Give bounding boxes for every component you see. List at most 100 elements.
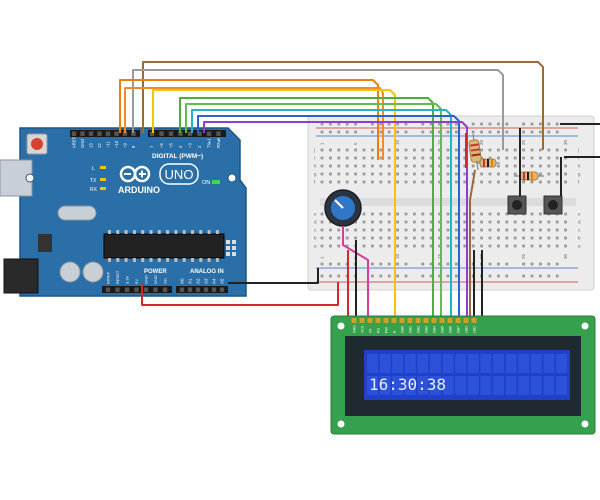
bb-hole[interactable] [446, 212, 450, 216]
bb-hole[interactable] [438, 180, 441, 184]
bb-rail-hole[interactable] [488, 122, 492, 126]
bb-hole[interactable] [404, 220, 408, 224]
bb-hole[interactable] [488, 180, 492, 184]
bb-hole[interactable] [396, 156, 399, 160]
bb-hole[interactable] [362, 228, 366, 232]
bb-rail-hole[interactable] [488, 274, 492, 278]
bb-hole[interactable] [320, 228, 324, 232]
bb-hole[interactable] [446, 244, 450, 248]
wire-black-gnd[interactable] [228, 268, 319, 284]
header-socket[interactable] [122, 131, 128, 136]
bb-hole[interactable] [513, 172, 517, 176]
bb-rail-hole[interactable] [455, 262, 458, 266]
lcd-pin[interactable] [455, 318, 461, 323]
bb-hole[interactable] [522, 228, 525, 232]
bb-rail-hole[interactable] [480, 130, 483, 134]
bb-rail-hole[interactable] [530, 262, 534, 266]
bb-hole[interactable] [530, 236, 534, 240]
bb-hole[interactable] [480, 180, 483, 184]
bb-rail-hole[interactable] [522, 122, 525, 126]
bb-hole[interactable] [547, 172, 551, 176]
bb-rail-hole[interactable] [379, 274, 383, 278]
bb-hole[interactable] [337, 148, 341, 152]
lcd-pin[interactable] [391, 318, 397, 323]
bb-rail-hole[interactable] [404, 262, 408, 266]
bb-rail-hole[interactable] [371, 262, 374, 266]
header-socket[interactable] [162, 287, 168, 292]
bb-hole[interactable] [446, 228, 450, 232]
push-button-2[interactable] [543, 195, 563, 215]
bb-hole[interactable] [379, 212, 383, 216]
bb-rail-hole[interactable] [446, 262, 450, 266]
bb-hole[interactable] [354, 156, 357, 160]
bb-hole[interactable] [488, 236, 492, 240]
bb-rail-hole[interactable] [379, 122, 383, 126]
bb-hole[interactable] [555, 228, 559, 232]
bb-rail-hole[interactable] [505, 130, 509, 134]
header-socket[interactable] [206, 131, 212, 136]
header-socket[interactable] [143, 287, 149, 292]
bb-rail-hole[interactable] [421, 262, 425, 266]
bb-hole[interactable] [539, 164, 542, 168]
bb-hole[interactable] [438, 212, 441, 216]
bb-hole[interactable] [488, 212, 492, 216]
bb-hole[interactable] [497, 148, 500, 152]
bb-hole[interactable] [513, 220, 517, 224]
bb-hole[interactable] [564, 236, 567, 240]
bb-hole[interactable] [362, 220, 366, 224]
bb-hole[interactable] [488, 244, 492, 248]
bb-rail-hole[interactable] [547, 122, 551, 126]
bb-rail-hole[interactable] [471, 130, 475, 134]
bb-hole[interactable] [429, 244, 433, 248]
bb-rail-hole[interactable] [497, 274, 500, 278]
bb-hole[interactable] [463, 244, 467, 248]
bb-hole[interactable] [480, 244, 483, 248]
bb-rail-hole[interactable] [488, 130, 492, 134]
bb-hole[interactable] [387, 228, 391, 232]
bb-hole[interactable] [446, 236, 450, 240]
bb-hole[interactable] [345, 164, 349, 168]
bb-rail-hole[interactable] [387, 130, 391, 134]
bb-hole[interactable] [329, 172, 332, 176]
bb-hole[interactable] [455, 244, 458, 248]
bb-hole[interactable] [379, 148, 383, 152]
bb-hole[interactable] [539, 244, 542, 248]
bb-hole[interactable] [547, 220, 551, 224]
bb-rail-hole[interactable] [320, 262, 324, 266]
bb-hole[interactable] [345, 156, 349, 160]
bb-rail-hole[interactable] [522, 130, 525, 134]
bb-hole[interactable] [463, 164, 467, 168]
bb-hole[interactable] [547, 244, 551, 248]
bb-hole[interactable] [404, 228, 408, 232]
bb-rail-hole[interactable] [329, 274, 332, 278]
bb-hole[interactable] [345, 228, 349, 232]
bb-hole[interactable] [455, 148, 458, 152]
bb-hole[interactable] [488, 148, 492, 152]
bb-hole[interactable] [555, 220, 559, 224]
bb-hole[interactable] [329, 220, 332, 224]
bb-rail-hole[interactable] [429, 130, 433, 134]
bb-hole[interactable] [320, 172, 324, 176]
bb-hole[interactable] [530, 156, 534, 160]
bb-hole[interactable] [530, 228, 534, 232]
bb-rail-hole[interactable] [539, 274, 542, 278]
header-socket[interactable] [115, 287, 120, 292]
bb-hole[interactable] [505, 236, 509, 240]
bb-rail-hole[interactable] [329, 130, 332, 134]
lcd-pin[interactable] [407, 318, 413, 323]
header-socket[interactable] [105, 287, 111, 292]
bb-hole[interactable] [488, 156, 492, 160]
bb-hole[interactable] [471, 220, 475, 224]
bb-hole[interactable] [513, 228, 517, 232]
bb-hole[interactable] [320, 164, 324, 168]
bb-hole[interactable] [488, 220, 492, 224]
bb-hole[interactable] [421, 244, 425, 248]
bb-hole[interactable] [362, 156, 366, 160]
bb-hole[interactable] [396, 172, 399, 176]
bb-hole[interactable] [446, 148, 450, 152]
bb-hole[interactable] [362, 180, 366, 184]
bb-hole[interactable] [404, 172, 408, 176]
bb-hole[interactable] [396, 180, 399, 184]
bb-hole[interactable] [463, 212, 467, 216]
bb-hole[interactable] [329, 148, 332, 152]
